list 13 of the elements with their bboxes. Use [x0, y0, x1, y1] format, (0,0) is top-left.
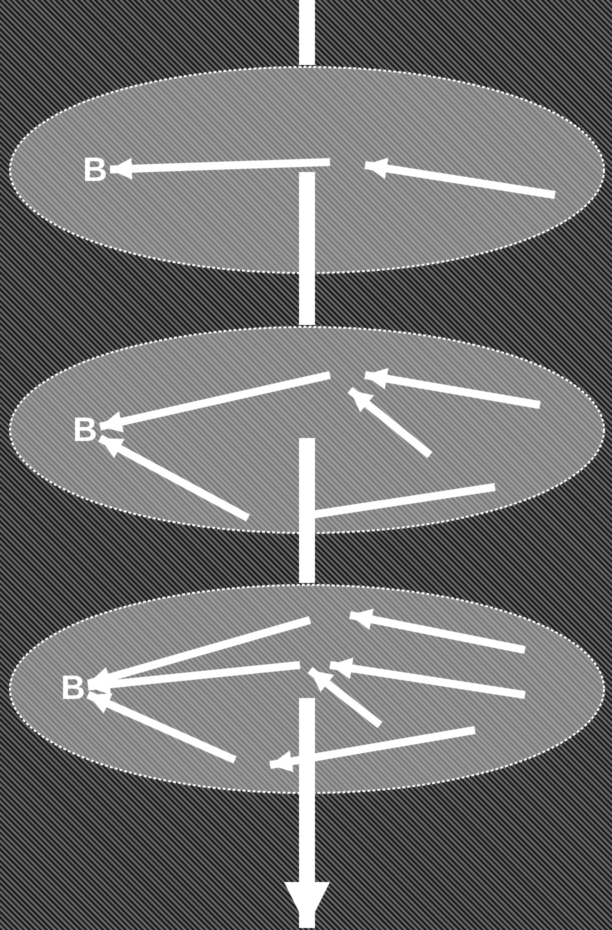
arrow: [284, 795, 330, 928]
arrow: [110, 158, 330, 180]
arrow: [98, 434, 250, 522]
arrow: [86, 691, 237, 764]
arrow: [88, 661, 300, 696]
ellipse-layer: [8, 583, 606, 795]
ellipse-layer: [8, 65, 606, 275]
layer-letter: B: [58, 668, 88, 708]
ellipse-layer: [8, 325, 606, 535]
layer-letter: B: [80, 150, 110, 190]
connector-line: [299, 535, 315, 583]
layer-letter: B: [70, 410, 100, 450]
arrow: [99, 371, 331, 433]
